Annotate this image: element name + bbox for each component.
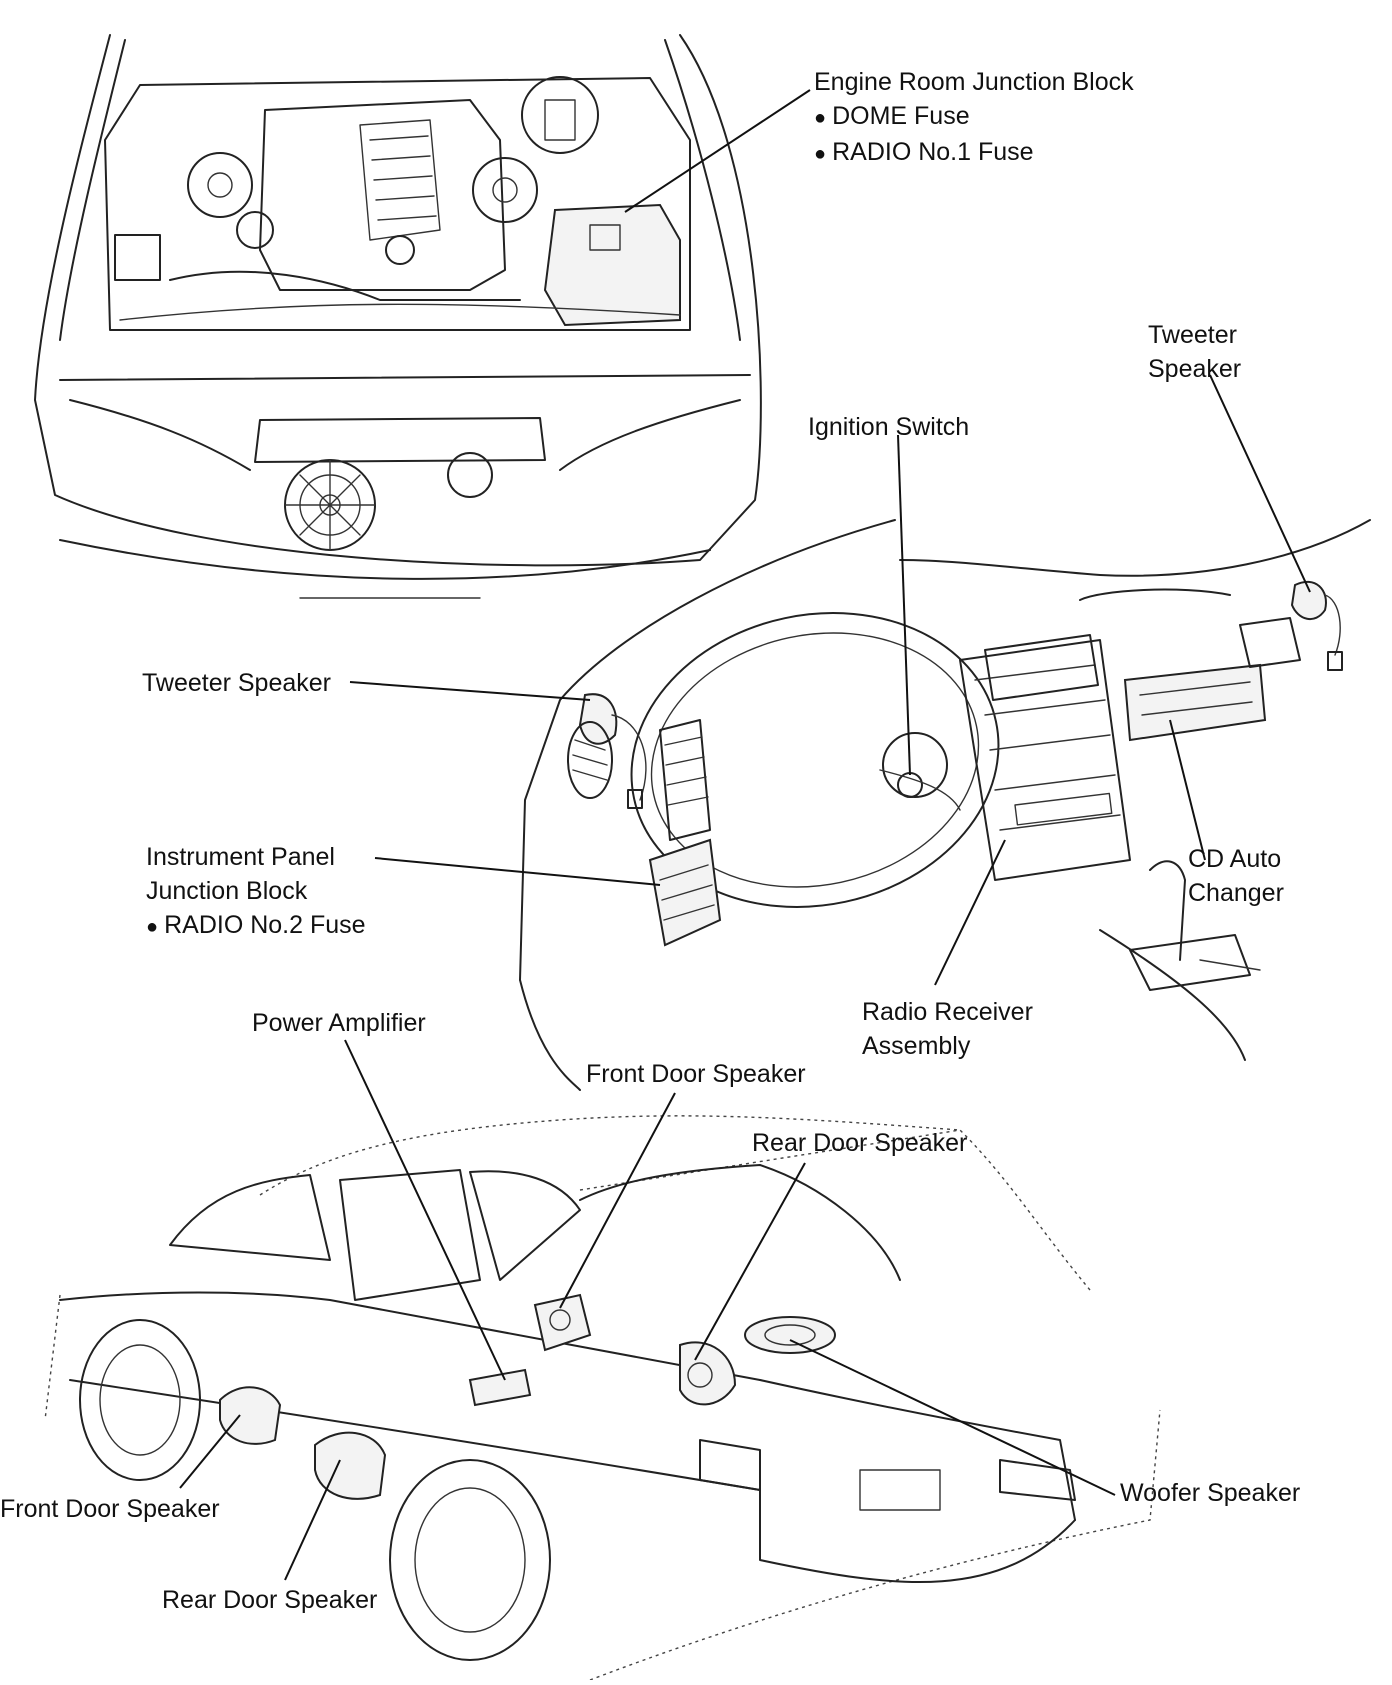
radio-no2-fuse-text: RADIO No.2 Fuse (164, 911, 366, 939)
label-ignition-switch: Ignition Switch (808, 410, 969, 444)
radio-no1-fuse-text: RADIO No.1 Fuse (832, 138, 1034, 166)
leader-instrument-panel-junction-block (374, 857, 661, 886)
label-instrument-panel-junction-block: Instrument Panel Junction Block ●RADIO N… (146, 840, 366, 944)
leader-cd-auto-changer (1169, 719, 1206, 861)
tweeter-speaker-right-line1: Tweeter (1148, 321, 1237, 349)
label-rear-door-speaker-right: Rear Door Speaker (752, 1126, 967, 1160)
dome-fuse-text: DOME Fuse (832, 102, 970, 130)
leader-woofer-speaker (789, 1339, 1116, 1496)
leader-front-door-speaker-right (559, 1092, 676, 1309)
engine-compartment-illustration (34, 34, 762, 599)
label-cd-auto-changer: CD Auto Changer (1188, 842, 1284, 910)
leader-engine-room-junction-block (624, 89, 811, 213)
radio-receiver-line2: Assembly (862, 1032, 971, 1060)
cd-auto-changer-line1: CD Auto (1188, 845, 1282, 873)
leader-rear-door-speaker-left (284, 1459, 341, 1581)
label-rear-door-speaker-left: Rear Door Speaker (162, 1583, 377, 1617)
woofer-speaker-text: Woofer Speaker (1120, 1479, 1301, 1507)
radio-receiver-line1: Radio Receiver (862, 998, 1033, 1026)
instrument-panel-line2: Junction Block (146, 877, 308, 905)
bullet-icon: ● (814, 143, 827, 165)
front-door-speaker-left-text: Front Door Speaker (0, 1495, 220, 1523)
label-tweeter-speaker-left: Tweeter Speaker (142, 666, 331, 700)
rear-door-speaker-right-text: Rear Door Speaker (752, 1129, 968, 1157)
front-door-speaker-right-text: Front Door Speaker (586, 1060, 806, 1088)
instrument-panel-line1: Instrument Panel (146, 843, 335, 871)
label-power-amplifier: Power Amplifier (252, 1006, 426, 1040)
radio-no1-fuse-item: ●RADIO No.1 Fuse (814, 135, 1134, 171)
radio-no2-fuse-item: ●RADIO No.2 Fuse (146, 908, 366, 944)
leader-power-amplifier (344, 1039, 506, 1381)
leader-ignition-switch (897, 434, 911, 776)
label-tweeter-speaker-right: Tweeter Speaker (1148, 318, 1241, 386)
bullet-icon: ● (146, 916, 159, 938)
leader-tweeter-speaker-left (349, 681, 591, 701)
dashboard-illustration (519, 519, 1371, 1091)
ignition-switch-text: Ignition Switch (808, 413, 970, 441)
cd-auto-changer-line2: Changer (1188, 879, 1284, 907)
power-amplifier-text: Power Amplifier (252, 1009, 426, 1037)
label-front-door-speaker-right: Front Door Speaker (586, 1057, 806, 1091)
label-radio-receiver-assembly: Radio Receiver Assembly (862, 995, 1033, 1063)
label-engine-room-junction-block: Engine Room Junction Block ●DOME Fuse ●R… (814, 65, 1134, 171)
bullet-icon: ● (814, 107, 827, 129)
leader-tweeter-speaker-right (1209, 374, 1311, 593)
rear-door-speaker-left-text: Rear Door Speaker (162, 1586, 378, 1614)
leader-radio-receiver-assembly (934, 839, 1006, 986)
leader-front-door-speaker-left (179, 1414, 241, 1489)
dome-fuse-item: ●DOME Fuse (814, 99, 1134, 135)
car-body-illustration (44, 1115, 1161, 1681)
tweeter-speaker-right-line2: Speaker (1148, 355, 1242, 383)
engine-room-junction-block-title: Engine Room Junction Block (814, 68, 1134, 96)
leader-lines (179, 89, 1311, 1581)
leader-rear-door-speaker-right (694, 1162, 806, 1361)
label-woofer-speaker: Woofer Speaker (1120, 1476, 1300, 1510)
tweeter-speaker-left-text: Tweeter Speaker (142, 669, 331, 697)
label-front-door-speaker-left: Front Door Speaker (0, 1492, 220, 1526)
